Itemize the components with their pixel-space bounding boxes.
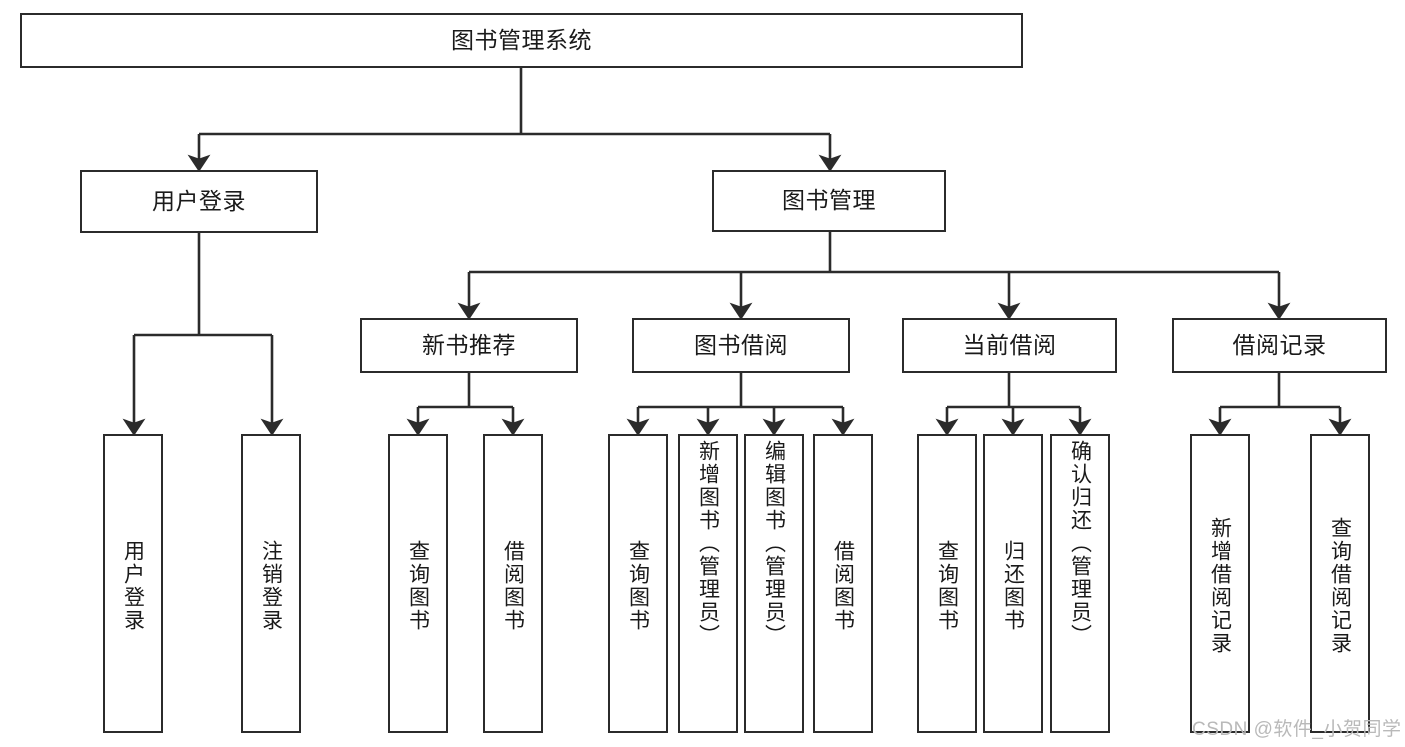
node-leaf-query-book-recommend[interactable]: 查询图书 bbox=[388, 434, 448, 733]
node-current-borrow-label: 当前借阅 bbox=[962, 331, 1057, 358]
node-leaf-query-book-current-label: 查询图书 bbox=[935, 539, 959, 632]
node-leaf-user-login[interactable]: 用户登录 bbox=[103, 434, 163, 733]
node-borrow-record[interactable]: 借阅记录 bbox=[1172, 318, 1387, 373]
node-leaf-add-borrow-record[interactable]: 新增借阅记录 bbox=[1190, 434, 1250, 733]
node-leaf-confirm-return[interactable]: 确认归还（管理员） bbox=[1050, 434, 1110, 733]
node-root-label: 图书管理系统 bbox=[451, 26, 592, 53]
node-leaf-borrow-book-recommend-label: 借阅图书 bbox=[501, 539, 525, 632]
node-book-manage[interactable]: 图书管理 bbox=[712, 170, 946, 232]
node-book-manage-label: 图书管理 bbox=[782, 187, 876, 214]
node-root-system[interactable]: 图书管理系统 bbox=[20, 13, 1023, 68]
node-borrow-record-label: 借阅记录 bbox=[1232, 331, 1327, 358]
node-leaf-return-book-label: 归还图书 bbox=[1001, 539, 1025, 632]
node-leaf-user-logout[interactable]: 注销登录 bbox=[241, 434, 301, 733]
node-leaf-edit-book-label: 编辑图书（管理员） bbox=[762, 440, 786, 647]
node-leaf-query-book-current[interactable]: 查询图书 bbox=[917, 434, 977, 733]
node-leaf-borrow-book-recommend[interactable]: 借阅图书 bbox=[483, 434, 543, 733]
node-leaf-add-book[interactable]: 新增图书（管理员） bbox=[678, 434, 738, 733]
node-book-borrow[interactable]: 图书借阅 bbox=[632, 318, 850, 373]
node-leaf-add-book-label: 新增图书（管理员） bbox=[696, 440, 720, 647]
node-leaf-query-book-borrow-label: 查询图书 bbox=[626, 539, 650, 632]
csdn-watermark: CSDN @软件_小贺同学 bbox=[1192, 719, 1402, 740]
node-current-borrow[interactable]: 当前借阅 bbox=[902, 318, 1117, 373]
node-user-login[interactable]: 用户登录 bbox=[80, 170, 318, 233]
node-leaf-user-logout-label: 注销登录 bbox=[259, 539, 283, 632]
node-leaf-add-borrow-record-label: 新增借阅记录 bbox=[1208, 516, 1232, 655]
node-leaf-confirm-return-label: 确认归还（管理员） bbox=[1068, 440, 1092, 647]
node-new-book-recommend[interactable]: 新书推荐 bbox=[360, 318, 578, 373]
node-book-borrow-label: 图书借阅 bbox=[694, 331, 788, 358]
node-leaf-query-book-recommend-label: 查询图书 bbox=[406, 539, 430, 632]
node-new-book-recommend-label: 新书推荐 bbox=[422, 331, 516, 358]
node-leaf-query-book-borrow[interactable]: 查询图书 bbox=[608, 434, 668, 733]
node-leaf-return-book[interactable]: 归还图书 bbox=[983, 434, 1043, 733]
node-leaf-edit-book[interactable]: 编辑图书（管理员） bbox=[744, 434, 804, 733]
node-leaf-query-borrow-record-label: 查询借阅记录 bbox=[1328, 516, 1352, 655]
node-leaf-borrow-book[interactable]: 借阅图书 bbox=[813, 434, 873, 733]
node-leaf-user-login-label: 用户登录 bbox=[121, 539, 145, 632]
node-leaf-borrow-book-label: 借阅图书 bbox=[831, 539, 855, 632]
node-user-login-label: 用户登录 bbox=[152, 187, 246, 214]
node-leaf-query-borrow-record[interactable]: 查询借阅记录 bbox=[1310, 434, 1370, 733]
